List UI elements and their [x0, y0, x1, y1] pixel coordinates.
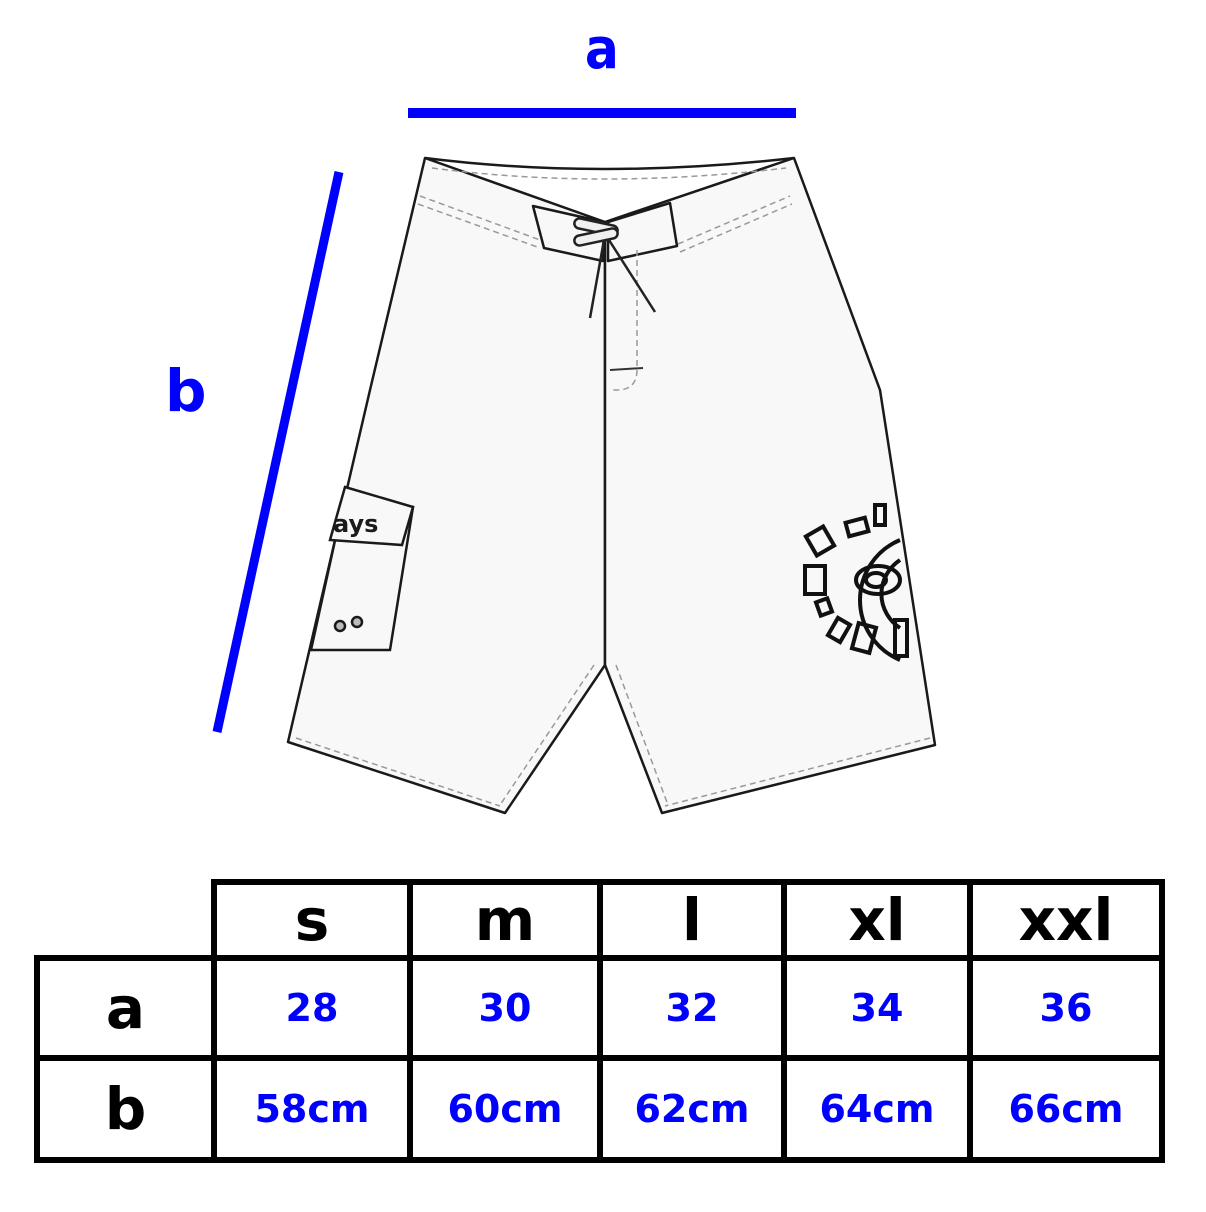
cell-a-l: 32: [665, 986, 719, 1030]
shorts-outline: [286, 156, 937, 815]
shorts-diagram: ays: [212, 108, 937, 815]
pocket-flap-text: ays: [333, 510, 378, 538]
column-header-xxl: xxl: [1018, 886, 1114, 954]
dimension-label-a: a: [584, 17, 619, 82]
dimension-label-b: b: [165, 357, 207, 425]
cell-b-s: 58cm: [254, 1087, 370, 1131]
column-header-s: s: [294, 886, 330, 954]
cell-b-m: 60cm: [447, 1087, 563, 1131]
cell-a-s: 28: [285, 986, 339, 1030]
measure-line-a: [408, 108, 796, 118]
table-row: b 58cm 60cm 62cm 64cm 66cm: [34, 1055, 1165, 1163]
sun-logo-icon: [803, 503, 909, 662]
cell-b-l: 62cm: [634, 1087, 750, 1131]
column-header-xl: xl: [848, 886, 906, 954]
size-chart-table: s m l xl xxl a 28 30 32 34 36 b 58cm 60c…: [34, 879, 1165, 1163]
column-header-l: l: [682, 886, 702, 954]
cell-b-xxl: 66cm: [1008, 1087, 1124, 1131]
table-header-row: s m l xl xxl: [37, 879, 1165, 961]
column-header-m: m: [474, 886, 536, 954]
drawstring-icon: [573, 217, 657, 319]
cell-a-xl: 34: [850, 986, 904, 1030]
measure-line-b: [212, 171, 344, 733]
row-label-b: b: [104, 1075, 147, 1143]
cell-a-xxl: 36: [1039, 986, 1093, 1030]
cargo-pocket: ays: [309, 485, 415, 652]
cell-b-xl: 64cm: [819, 1087, 935, 1131]
fly-stitch: [609, 367, 644, 371]
stitching: [295, 167, 931, 807]
row-label-a: a: [105, 974, 146, 1042]
table-row: a 28 30 32 34 36: [34, 955, 1165, 1061]
cell-a-m: 30: [478, 986, 532, 1030]
corner-cell: [37, 882, 217, 961]
